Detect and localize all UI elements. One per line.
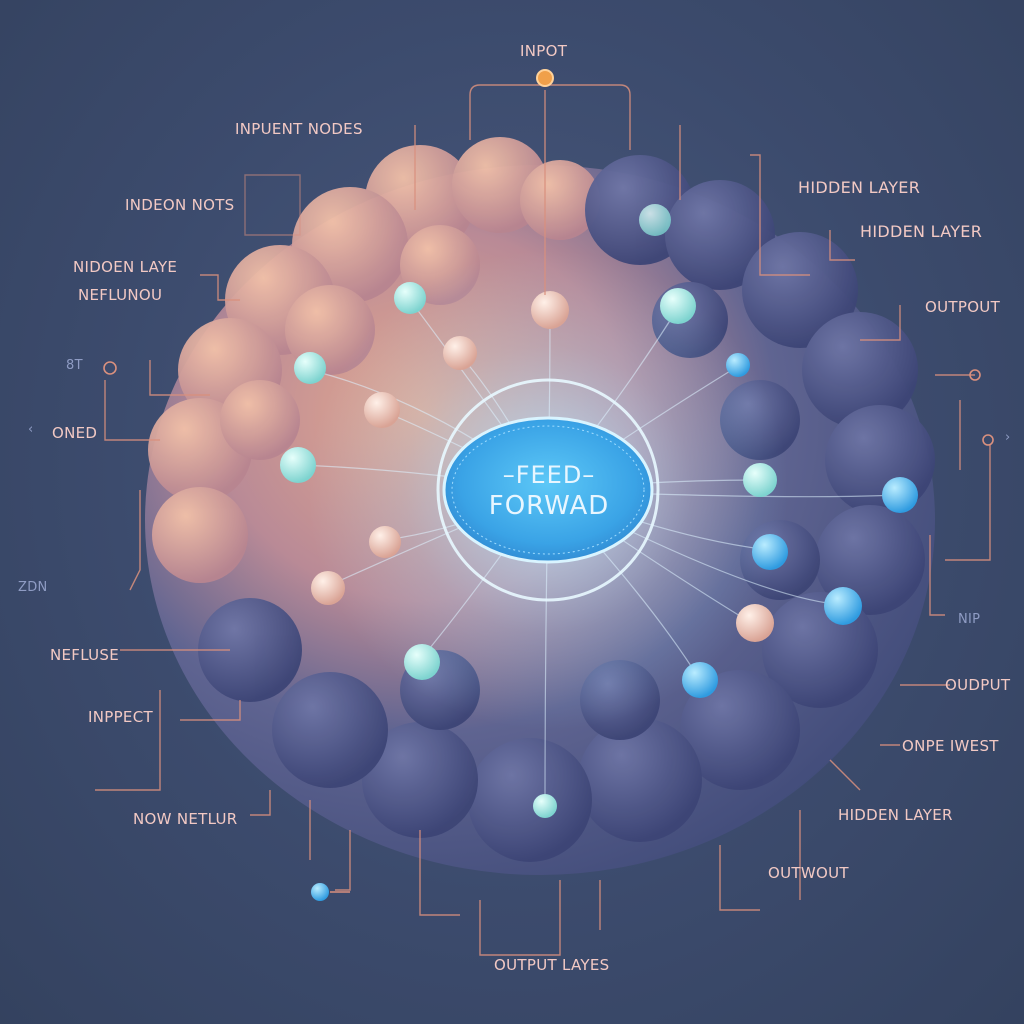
input-node — [536, 69, 554, 87]
label-indeon-nots: INDEON NOTS — [125, 196, 235, 214]
label-output-2: OUDPUT — [945, 676, 1011, 694]
label-hidden-layer-2: HIDDEN LAYER — [860, 222, 983, 241]
label-zdn: ZDN — [18, 580, 48, 595]
label-outwout: OUTWOUT — [768, 864, 849, 882]
feed-forward-core — [436, 378, 660, 602]
label-hidden-laye: NIDOEN LAYE — [73, 258, 178, 276]
output-node — [311, 883, 329, 901]
label-input: INPOT — [520, 42, 568, 60]
label-right-small: › — [1005, 430, 1011, 445]
label-left-small-2: ‹ — [28, 422, 34, 437]
label-output-1: OUTPOUT — [925, 298, 1001, 316]
label-hidden-layer-1: HIDDEN LAYER — [798, 178, 921, 197]
label-now-nettur: NOW NETLUR — [133, 810, 238, 828]
label-left-small-1: 8T — [66, 358, 83, 373]
label-nip: NIP — [958, 612, 981, 627]
brain-shape — [145, 137, 935, 875]
callout-markers — [103, 361, 994, 446]
label-output-layes: OUTPUT LAYES — [494, 956, 610, 974]
label-hidden-layer-3: HIDDEN LAYER — [838, 806, 953, 824]
label-inppect: INPPECT — [88, 708, 153, 726]
label-oned: ONED — [52, 424, 98, 442]
center-title: –FEED– FORWAD — [445, 418, 653, 564]
center-title-line-1: –FEED– — [502, 461, 596, 489]
label-neftuese: NEFLUSE — [50, 646, 120, 664]
network-nodes — [280, 204, 918, 818]
label-onpe-iwest: ONPE IWEST — [902, 737, 999, 755]
label-inpuent-nodes: INPUENT NODES — [235, 120, 363, 138]
label-neftunou: NEFLUNOU — [78, 286, 163, 304]
center-title-line-2: FORWAD — [488, 491, 610, 521]
